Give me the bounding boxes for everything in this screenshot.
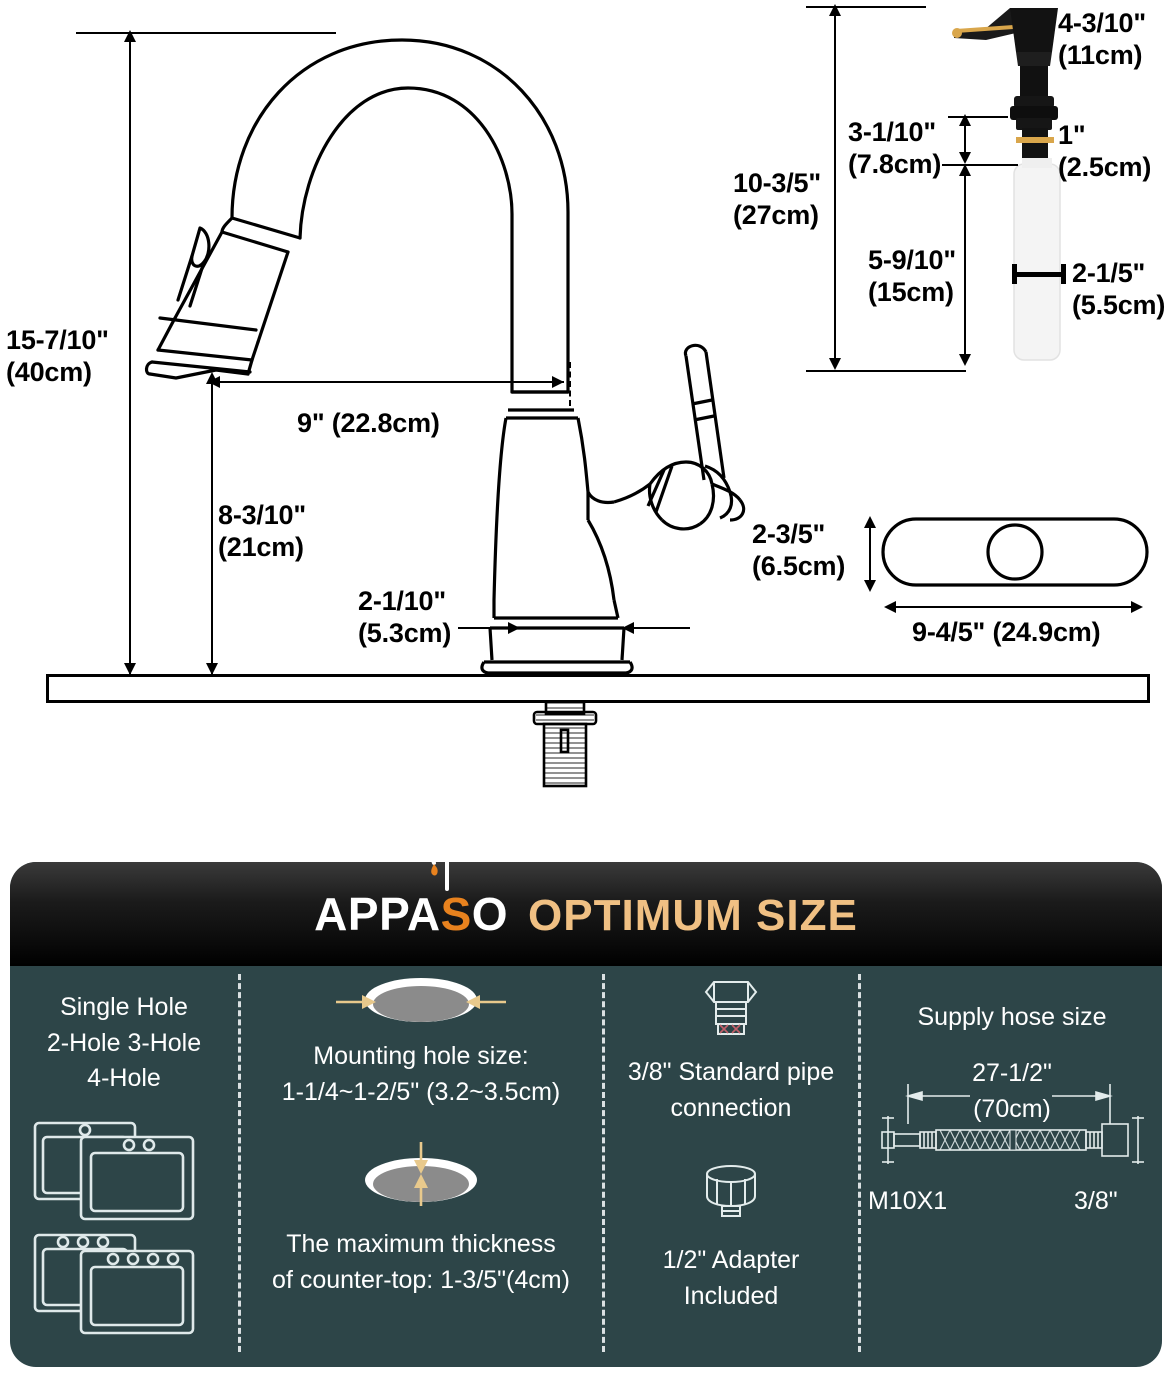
mounting-hole-text-line1: Mounting hole size: (313, 1042, 529, 1070)
column-divider-2 (602, 974, 605, 1352)
column-divider-3 (858, 974, 861, 1352)
hole-config-line2: 2-Hole 3-Hole (46, 1028, 202, 1057)
countertop-top-edge (46, 674, 1150, 677)
neck-dim-bottom-ext (942, 164, 1018, 166)
reach-dimension-line (216, 381, 564, 383)
deckplate-length-arrow-right (1131, 601, 1143, 613)
panel-header: APPASO OPTIMUM SIZE (10, 862, 1162, 966)
deck-plate-drawing (881, 517, 1149, 587)
neck-arrow-bottom (959, 152, 971, 164)
faucet-drawing (144, 38, 746, 675)
dispenser-thread-height-label: 1" (2.5cm) (1058, 120, 1152, 182)
dispenser-total-arrow-top (829, 4, 841, 16)
technical-diagram: 15-7/10" (40cm) 8-3/10" (21cm) 9" (22.8c… (6, 4, 1166, 788)
faucet-reach-label: 9" (22.8cm) (297, 408, 440, 438)
deckplate-height-arrow-bottom (864, 580, 876, 592)
brand-text-tail: O (471, 888, 509, 940)
brand-lockup: APPASO OPTIMUM SIZE (314, 862, 858, 941)
hose-title: Supply hose size (917, 1003, 1107, 1031)
countertop-right-cap (1147, 674, 1150, 703)
sink-hole-icons (33, 1121, 195, 1334)
bottle-height-dimension-line (964, 172, 966, 362)
hole-config-line1: Single Hole (60, 993, 188, 1021)
height-arrow-top (124, 30, 136, 42)
deckplate-length-label: 9-4/5" (24.9cm) (912, 617, 1101, 647)
faucet-total-height-label: 15-7/10" (40cm) (6, 325, 109, 387)
base-dim-line-right (628, 627, 690, 629)
hose-end-right-label: 3/8" (1074, 1186, 1118, 1215)
brand-text-s: S (440, 888, 472, 940)
hose-end-left-label: M10X1 (868, 1186, 948, 1215)
bottle-diameter-line (1012, 272, 1066, 277)
faucet-base-diameter-label: 2-1/10" (5.3cm) (358, 586, 452, 648)
bottle-diameter-left-tick (1012, 264, 1017, 284)
adapter-line1: 1/2" Adapter (662, 1246, 800, 1274)
dispenser-head-width-label: 4-3/10" (11cm) (1058, 8, 1146, 70)
faucet-logo-icon (431, 862, 450, 891)
column-divider-1 (238, 974, 241, 1352)
neck-arrow-top (959, 114, 971, 126)
pipe-connection-line2: connection (670, 1093, 792, 1122)
dispenser-total-height-label: 10-3/5" (27cm) (733, 168, 821, 230)
bottle-diameter-right-tick (1061, 264, 1066, 284)
soap-dispenser-drawing (952, 8, 1061, 361)
neck-dim-top-ext (948, 116, 1008, 118)
adapter-line2: Included (683, 1281, 779, 1310)
dispenser-bottle-height-label: 5-9/10" (15cm) (868, 245, 956, 307)
counter-thickness-text-line1: The maximum thickness (286, 1230, 556, 1258)
adapter-icon (706, 1165, 756, 1217)
pipe-connection-line1: 3/8" Standard pipe (627, 1058, 835, 1086)
column-hole-config: Single Hole 2-Hole 3-Hole 4-Hole (10, 966, 238, 1346)
dispenser-total-dimension-line (834, 12, 836, 366)
deckplate-height-label: 2-3/5" (6.5cm) (752, 519, 846, 581)
dispenser-bottle-diameter-label: 2-1/5" (5.5cm) (1072, 258, 1166, 320)
reach-arrow-right (552, 376, 564, 388)
countertop-left-cap (46, 674, 49, 703)
base-arrow-left (622, 622, 634, 634)
hose-length-line1: 27-1/2" (972, 1058, 1052, 1087)
base-dim-line-left (458, 627, 520, 629)
dispenser-total-bottom-ext (806, 370, 966, 372)
column-hose: Supply hose size 27-1/2" (70cm) (862, 966, 1162, 1256)
column-pipe: 3/8" Standard pipe connection 1/2" Adapt… (606, 966, 856, 1314)
bottle-height-arrow-top (959, 164, 971, 176)
dispenser-total-top-ext (806, 6, 926, 8)
counter-thickness-text-line2: of counter-top: 1-3/5"(4cm) (272, 1265, 570, 1294)
countertop-bottom-edge (46, 700, 1150, 703)
mounting-hole-text-line2: 1-1/4~1-2/5" (3.2~3.5cm) (281, 1077, 561, 1106)
base-arrow-right (508, 622, 520, 634)
panel-headline: OPTIMUM SIZE (528, 891, 858, 940)
deckplate-length-arrow-left (884, 601, 896, 613)
brand-text-lead: APPA (314, 888, 441, 940)
bottle-height-arrow-bottom (959, 354, 971, 366)
brand-appaso: APPASO (314, 887, 508, 941)
faucet-spout-height-label: 8-3/10" (21cm) (218, 500, 306, 562)
dispenser-total-arrow-bottom (829, 358, 841, 370)
counter-thickness-icon (365, 1142, 477, 1206)
hole-config-line3: 4-Hole (87, 1064, 161, 1092)
pipe-connector-icon (704, 981, 758, 1035)
mounting-shank (532, 700, 598, 788)
reach-reference-dashline (569, 362, 571, 406)
optimum-size-panel: APPASO OPTIMUM SIZE Single Hole 2-Hole 3… (10, 862, 1162, 1367)
panel-body: Single Hole 2-Hole 3-Hole 4-Hole (10, 966, 1162, 1367)
spout-height-arrow-bottom (206, 663, 218, 675)
column-mounting: Mounting hole size: 1-1/4~1-2/5" (3.2~3.… (242, 966, 600, 1298)
neck-dimension-line (964, 122, 966, 160)
height-arrow-bottom (124, 663, 136, 675)
mounting-hole-width-icon (336, 978, 506, 1022)
supply-hose-icon (881, 1083, 1144, 1164)
height-dimension-line (129, 38, 131, 674)
hose-length-line2: (70cm) (973, 1094, 1051, 1123)
deckplate-height-arrow-top (864, 516, 876, 528)
dispenser-neck-height-label: 3-1/10" (7.8cm) (848, 117, 942, 179)
height-extension-line-top (76, 32, 336, 34)
spout-height-dimension-line (211, 382, 213, 674)
deckplate-length-dimension-line (894, 606, 1138, 608)
reach-arrow-left (208, 376, 220, 388)
deckplate-height-dimension-line (869, 524, 871, 588)
